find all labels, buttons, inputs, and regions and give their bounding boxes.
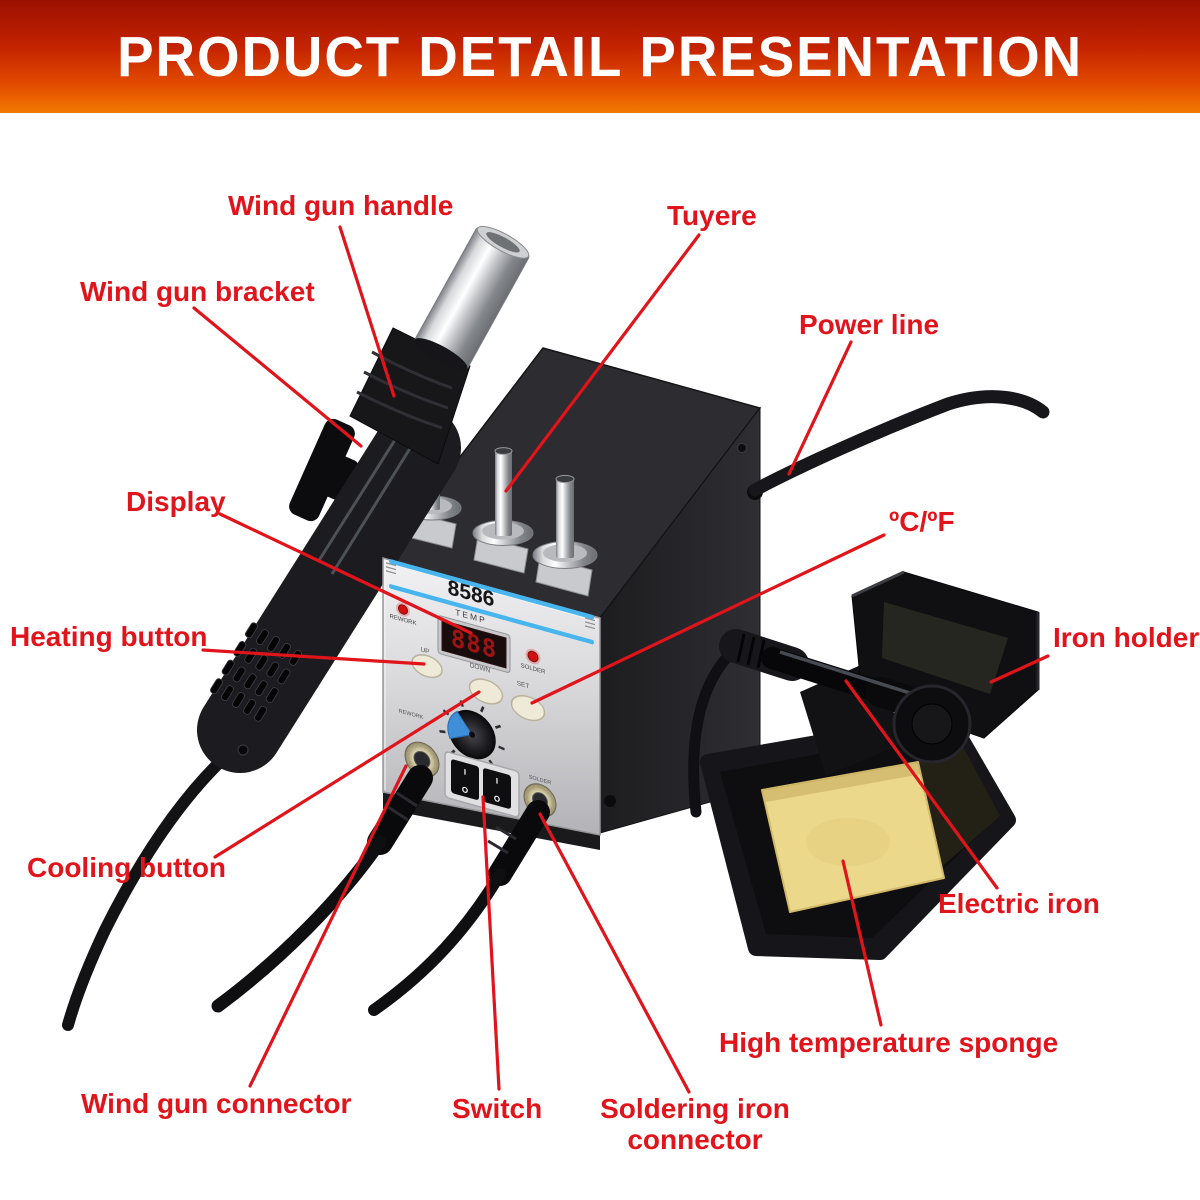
front-panel: 8586 TEMP REWORK 888 SOLDER UP DOWN — [382, 557, 601, 836]
leader-heating-button — [201, 648, 426, 666]
wind-gun-barrel — [414, 225, 530, 371]
up-button-label: UP — [420, 646, 430, 656]
callout-wind-gun-handle: Wind gun handle — [228, 190, 454, 221]
wind-gun-bracket-part — [289, 418, 359, 522]
soldering-iron — [688, 629, 972, 818]
callout-electric-iron: Electric iron — [938, 888, 1100, 919]
wind-gun-plug — [367, 765, 433, 855]
leader-wind-gun-handle — [338, 225, 396, 398]
callout-cooling-button: Cooling button — [27, 852, 227, 883]
case-screw — [737, 443, 747, 453]
solder-led — [527, 650, 539, 663]
leader-power-line — [787, 340, 853, 476]
callout-iron-holder: Iron holder — [1053, 622, 1200, 653]
callout-soldering-iron-connector: Soldering iron connector — [600, 1093, 790, 1156]
temperature-display — [441, 619, 507, 669]
leader-wind-gun-bracket — [192, 306, 363, 448]
switch-off-mark: O — [462, 785, 468, 796]
callout-wind-gun-connector: Wind gun connector — [81, 1088, 352, 1119]
soldering-iron-plug — [488, 800, 550, 886]
leader-cooling-button — [213, 690, 481, 859]
connector-cables — [211, 765, 550, 1016]
rework-led — [398, 604, 408, 615]
title-banner: PRODUCT DETAIL PRESENTATION — [0, 0, 1200, 113]
power-switch-rework — [451, 759, 479, 800]
callout-high-temperature-sponge: High temperature sponge — [719, 1027, 1059, 1058]
leader-temp-unit — [530, 533, 886, 705]
callout-temp-unit: ºC/ºF — [889, 506, 955, 537]
switch-off-mark-2: O — [494, 794, 500, 805]
switch-on-mark-2: I — [496, 776, 498, 785]
callout-wind-gun-bracket: Wind gun bracket — [80, 276, 315, 307]
set-button-label: SET — [517, 680, 530, 690]
switch-on-mark: I — [464, 767, 466, 776]
leader-electric-iron — [844, 679, 999, 890]
leader-display — [218, 512, 473, 635]
callout-display: Display — [126, 486, 226, 517]
leader-tuyere — [504, 233, 701, 493]
leader-soldering-iron-connector — [538, 812, 691, 1094]
power-switch-solder — [483, 768, 511, 809]
knob-pointer — [447, 710, 473, 740]
product-stage: 8586 TEMP REWORK 888 SOLDER UP DOWN — [0, 113, 1200, 1200]
leader-wind-gun-connector — [248, 764, 408, 1088]
leader-lines — [192, 225, 1050, 1094]
panel-stripe-top — [389, 559, 594, 620]
down-button — [468, 678, 504, 705]
leader-high-temperature-sponge — [841, 859, 883, 1027]
gun-handle — [197, 405, 461, 773]
page-title: PRODUCT DETAIL PRESENTATION — [117, 24, 1083, 89]
callout-tuyere: Tuyere — [667, 200, 757, 231]
power-cable — [748, 390, 1050, 497]
iron-cable — [688, 644, 740, 818]
callout-power-line: Power line — [799, 309, 940, 340]
gun-cable — [62, 752, 230, 1031]
leader-iron-holder — [989, 654, 1050, 684]
leader-switch — [481, 795, 501, 1091]
callout-heating-button: Heating button — [10, 621, 208, 652]
product-photo: 8586 TEMP REWORK 888 SOLDER UP DOWN — [62, 225, 1050, 1094]
panel-stripe-bottom — [389, 584, 594, 645]
callout-switch: Switch — [452, 1093, 543, 1124]
